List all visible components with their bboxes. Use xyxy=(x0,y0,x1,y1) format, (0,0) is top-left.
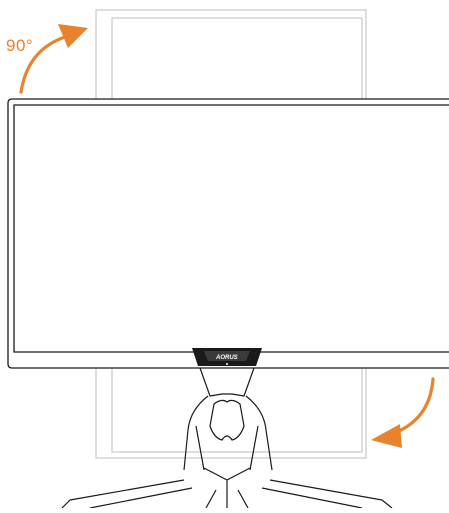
stand-foot-right xyxy=(261,479,393,509)
stand-arm-inner xyxy=(195,425,259,471)
logo-plate-text: AORUS xyxy=(215,355,238,361)
logo-plate: AORUS xyxy=(192,348,262,366)
landscape-monitor xyxy=(7,98,449,369)
logo-plate-inset xyxy=(204,351,250,361)
stand-arm-outer xyxy=(183,395,273,471)
stand-base-ridges xyxy=(205,489,249,509)
rotate-arrow-bottom xyxy=(371,377,435,448)
landscape-monitor-frame xyxy=(7,98,449,369)
stand-base-center xyxy=(203,467,251,508)
rotate-arrow-bottom-head xyxy=(371,424,402,448)
rotation-angle-label: 90° xyxy=(6,36,34,55)
stand-foot-left xyxy=(61,479,193,509)
stand-neck xyxy=(199,367,255,397)
rotate-arrow-top-shaft xyxy=(19,34,70,94)
power-led xyxy=(226,363,228,365)
stand-handle xyxy=(209,399,245,441)
rotate-arrow-top-head xyxy=(58,24,88,48)
monitor-stand xyxy=(61,367,393,509)
rotate-arrow-top xyxy=(19,24,88,94)
